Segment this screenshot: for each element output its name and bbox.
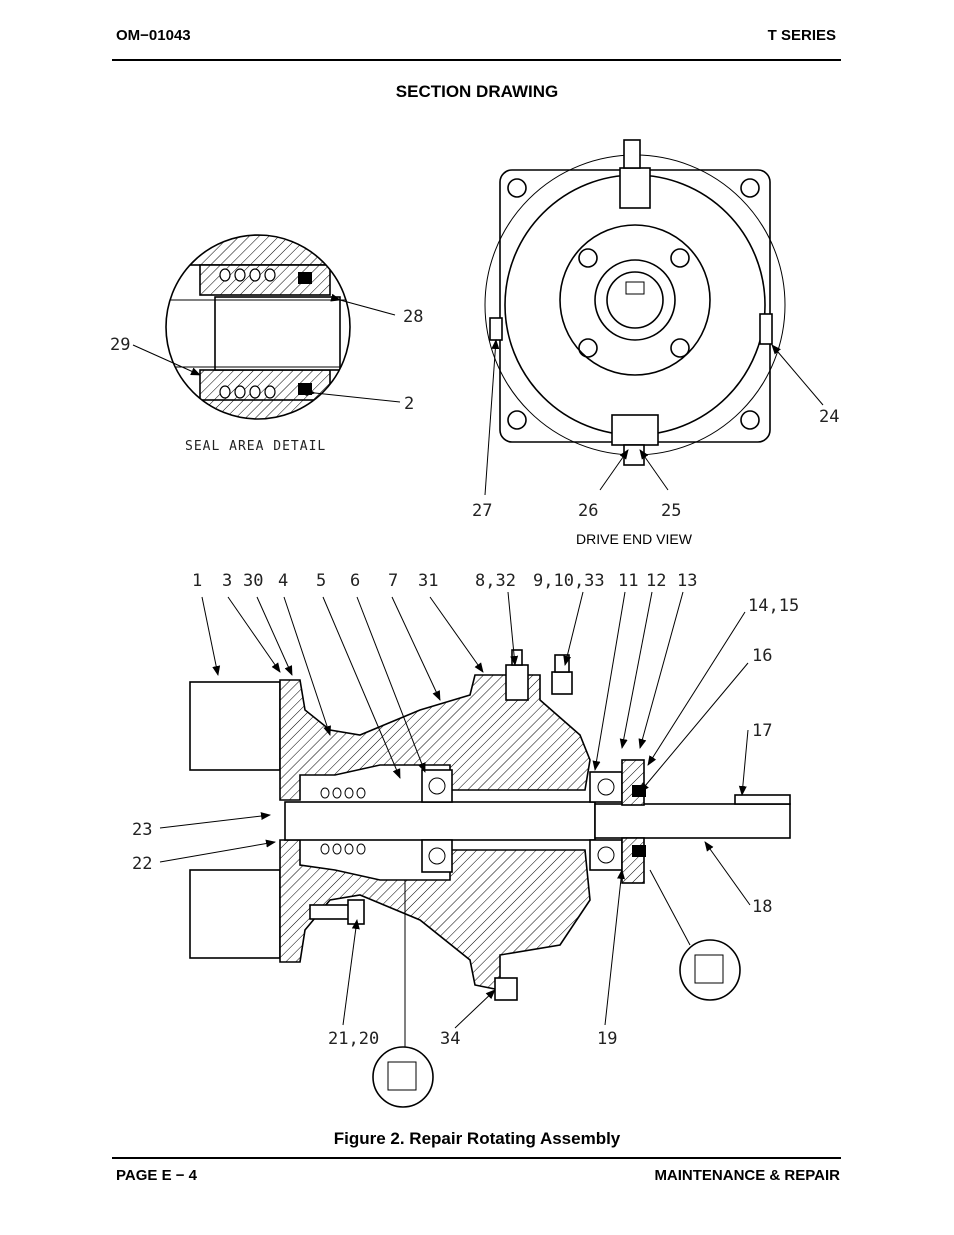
callout-29: 29 — [110, 335, 130, 355]
seal-area-detail — [132, 234, 401, 420]
callout-21-20: 21,20 — [328, 1029, 379, 1049]
callout-14-15: 14,15 — [748, 596, 799, 616]
footer-section: MAINTENANCE & REPAIR — [654, 1167, 840, 1184]
callout-11: 11 — [618, 571, 638, 591]
callout-22: 22 — [132, 854, 152, 874]
callout-17: 17 — [752, 721, 772, 741]
callout-30: 30 — [243, 571, 263, 591]
callout-9-10-33: 9,10,33 — [533, 571, 605, 591]
callout-26: 26 — [578, 501, 598, 521]
callout-31: 31 — [418, 571, 438, 591]
callout-1: 1 — [192, 571, 202, 591]
callout-34: 34 — [440, 1029, 460, 1049]
callout-4: 4 — [278, 571, 288, 591]
callout-23: 23 — [132, 820, 152, 840]
callout-8-32: 8,32 — [475, 571, 516, 591]
callout-2: 2 — [404, 394, 414, 414]
header-rule — [112, 59, 841, 61]
page-number: PAGE E − 4 — [116, 1167, 198, 1184]
footer-rule — [112, 1157, 841, 1159]
seal-detail-caption: SEAL AREA DETAIL — [185, 439, 326, 454]
section-title: SECTION DRAWING — [395, 82, 559, 101]
callout-25: 25 — [661, 501, 681, 521]
callout-5: 5 — [316, 571, 326, 591]
callout-18: 18 — [752, 897, 772, 917]
callout-13: 13 — [677, 571, 697, 591]
callout-24: 24 — [819, 407, 839, 427]
drive-end-view-caption: DRIVE END VIEW — [576, 531, 692, 547]
document-number: OM−01043 — [116, 27, 191, 44]
drive-end-view — [484, 139, 824, 496]
callout-7: 7 — [388, 571, 398, 591]
series-label: T SERIES — [767, 27, 836, 44]
figure-caption: Figure 2. Repair Rotating Assembly — [333, 1129, 621, 1148]
callout-6: 6 — [350, 571, 360, 591]
callout-19: 19 — [597, 1029, 617, 1049]
rotating-assembly-section — [159, 591, 791, 1108]
callout-12: 12 — [646, 571, 666, 591]
callout-3: 3 — [222, 571, 232, 591]
callout-27: 27 — [472, 501, 492, 521]
callout-16: 16 — [752, 646, 772, 666]
callout-28: 28 — [403, 307, 423, 327]
